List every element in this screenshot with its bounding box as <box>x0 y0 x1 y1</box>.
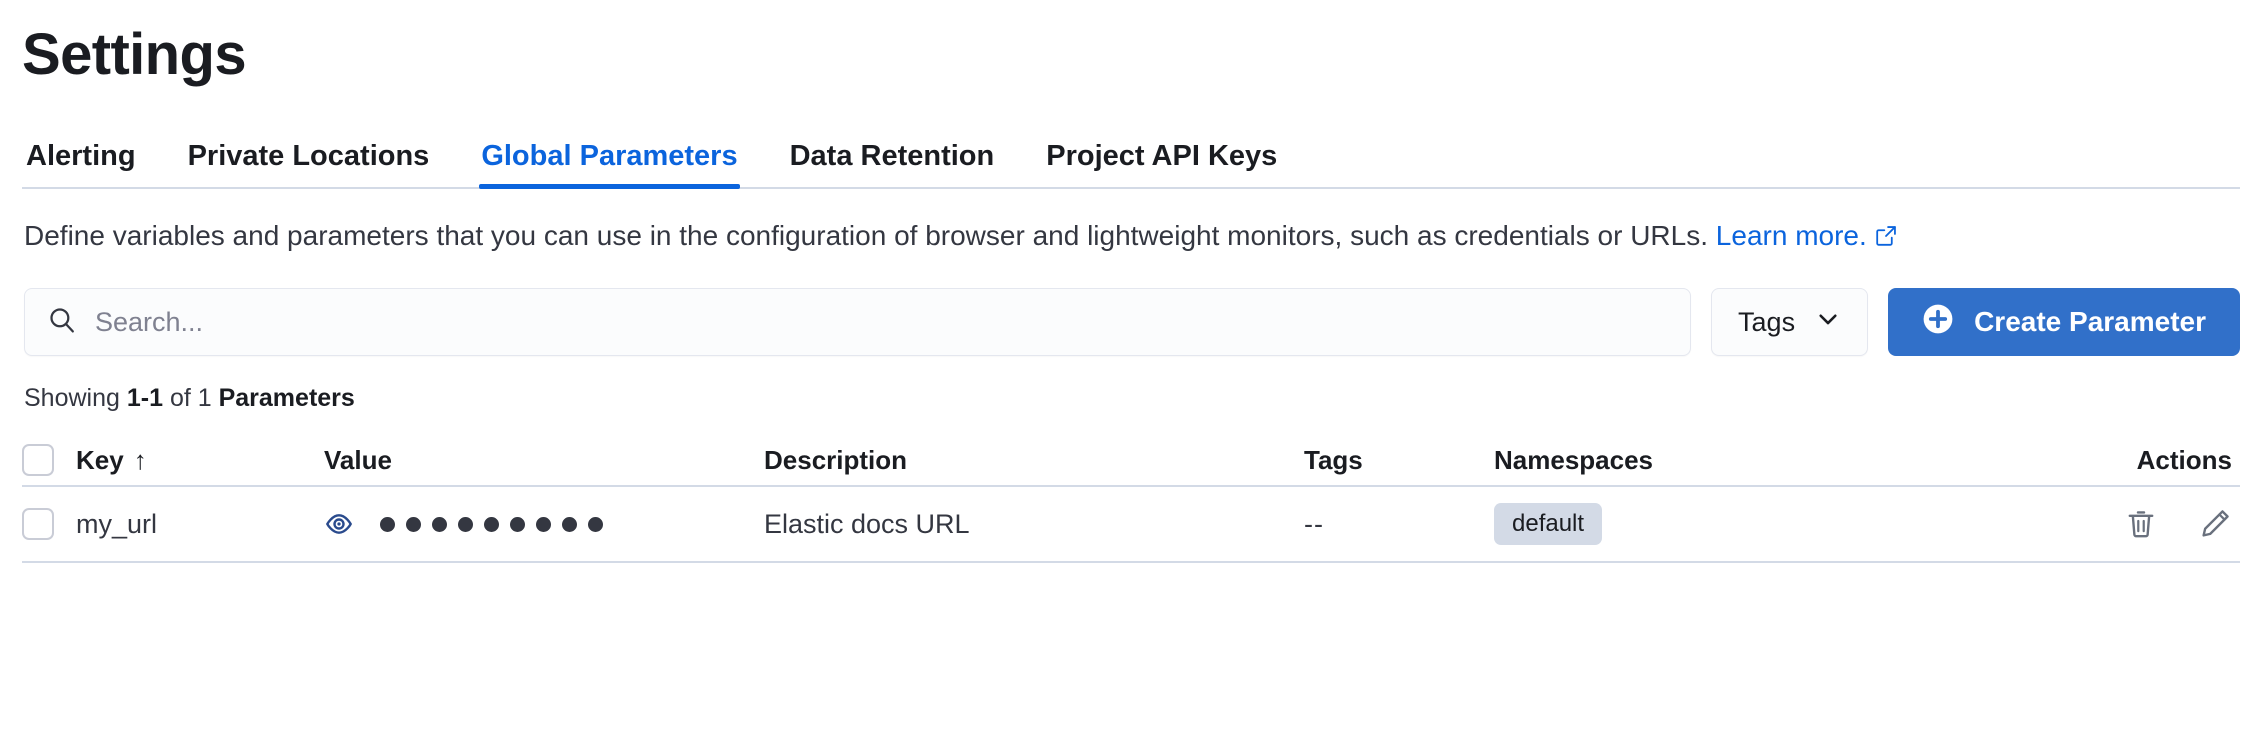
learn-more-link[interactable]: Learn more. <box>1716 220 1867 251</box>
column-header-actions: Actions <box>2074 445 2240 476</box>
description-text: Define variables and parameters that you… <box>24 219 1709 251</box>
column-header-value[interactable]: Value <box>324 445 764 476</box>
table-header-row: Key ↑ Value Description Tags Namespaces A… <box>22 435 2240 488</box>
cell-value <box>324 509 764 539</box>
sort-ascending-icon: ↑ <box>133 444 147 475</box>
tab-label: Private Locations <box>187 139 430 172</box>
select-all-cell <box>22 444 76 477</box>
cell-description: Elastic docs URL <box>764 508 970 539</box>
column-label: Value <box>324 444 392 475</box>
column-label: Tags <box>1304 444 1363 475</box>
masked-value-dots <box>380 516 603 532</box>
tab-private-locations[interactable]: Private Locations <box>162 139 456 187</box>
row-select-cell <box>22 508 76 541</box>
column-label: Description <box>764 444 908 475</box>
eye-icon[interactable] <box>324 509 354 539</box>
column-header-key[interactable]: Key ↑ <box>76 445 324 476</box>
search-box[interactable] <box>24 288 1692 357</box>
settings-tabs: Alerting Private Locations Global Parame… <box>22 127 2240 189</box>
tab-alerting[interactable]: Alerting <box>22 139 162 187</box>
cell-key: my_url <box>76 508 158 539</box>
column-header-namespaces[interactable]: Namespaces <box>1494 445 2074 476</box>
create-parameter-button[interactable]: Create Parameter <box>1888 288 2240 357</box>
tab-project-api-keys[interactable]: Project API Keys <box>1020 139 1303 187</box>
tab-label: Project API Keys <box>1046 139 1278 172</box>
learn-more-label: Learn more. <box>1715 219 1867 251</box>
column-header-description[interactable]: Description <box>764 445 1304 476</box>
results-prefix: Showing <box>24 384 127 413</box>
results-summary: Showing 1-1 of 1 Parameters <box>22 384 2240 413</box>
cell-namespaces: default <box>1494 502 2074 546</box>
results-middle: of 1 <box>163 384 219 413</box>
results-range: 1-1 <box>126 384 163 413</box>
parameters-table: Key ↑ Value Description Tags Namespaces A… <box>22 435 2240 564</box>
results-entity: Parameters <box>218 384 355 413</box>
tab-label: Global Parameters <box>481 139 738 172</box>
tags-filter-button[interactable]: Tags <box>1711 288 1869 357</box>
page-title: Settings <box>22 22 247 87</box>
column-label: Namespaces <box>1494 444 1653 475</box>
table-row: my_url Elastic docs URL -- default <box>22 487 2240 564</box>
column-label: Key <box>76 444 124 475</box>
chevron-down-icon <box>1815 306 1841 339</box>
tab-label: Data Retention <box>789 139 995 172</box>
page-description: Define variables and parameters that you… <box>22 215 2214 258</box>
pencil-icon[interactable] <box>2198 507 2232 541</box>
search-input[interactable] <box>95 306 1669 338</box>
plus-circle-icon <box>1922 303 1954 342</box>
column-header-tags[interactable]: Tags <box>1304 445 1494 476</box>
tab-data-retention[interactable]: Data Retention <box>764 139 1021 187</box>
column-label: Actions <box>2136 444 2232 475</box>
tab-global-parameters[interactable]: Global Parameters <box>455 139 763 189</box>
create-parameter-label: Create Parameter <box>1974 306 2206 338</box>
tags-filter-label: Tags <box>1738 306 1796 337</box>
cell-tags: -- <box>1304 508 1324 539</box>
controls-row: Tags Create Parameter <box>22 288 2240 357</box>
search-icon <box>47 305 77 340</box>
namespace-badge: default <box>1494 502 1603 546</box>
select-all-checkbox[interactable] <box>22 444 54 477</box>
trash-icon[interactable] <box>2124 507 2158 541</box>
external-link-icon <box>1875 217 1897 258</box>
tab-label: Alerting <box>26 139 136 172</box>
row-select-checkbox[interactable] <box>22 508 54 541</box>
cell-actions <box>2074 507 2240 541</box>
